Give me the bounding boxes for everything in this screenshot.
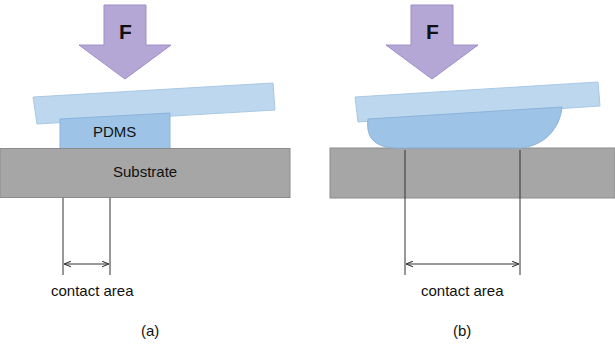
pdms-dome <box>368 107 562 148</box>
node-label: F <box>119 20 132 44</box>
force-arrow: F <box>385 4 479 80</box>
pdms-block: PDMS <box>58 112 172 150</box>
arrow-shape <box>386 5 478 79</box>
pdms-shape <box>60 113 170 149</box>
extension-line <box>405 150 406 275</box>
node-label: Substrate <box>113 163 177 180</box>
panel-caption: (a) <box>141 322 159 339</box>
dimension-arrow <box>64 264 109 265</box>
dimension-label: contact area <box>51 282 134 299</box>
dimension-arrow <box>406 264 519 265</box>
substrate-band <box>330 148 615 198</box>
node-label: F <box>426 20 439 44</box>
band-shape <box>0 149 290 198</box>
dimension-label: contact area <box>421 282 504 299</box>
force-arrow: F <box>78 4 172 80</box>
node-label: PDMS <box>93 123 136 140</box>
substrate-band: Substrate <box>0 148 290 198</box>
extension-line <box>520 150 521 275</box>
arrow-shape <box>79 5 171 79</box>
panel-caption: (b) <box>453 322 471 339</box>
